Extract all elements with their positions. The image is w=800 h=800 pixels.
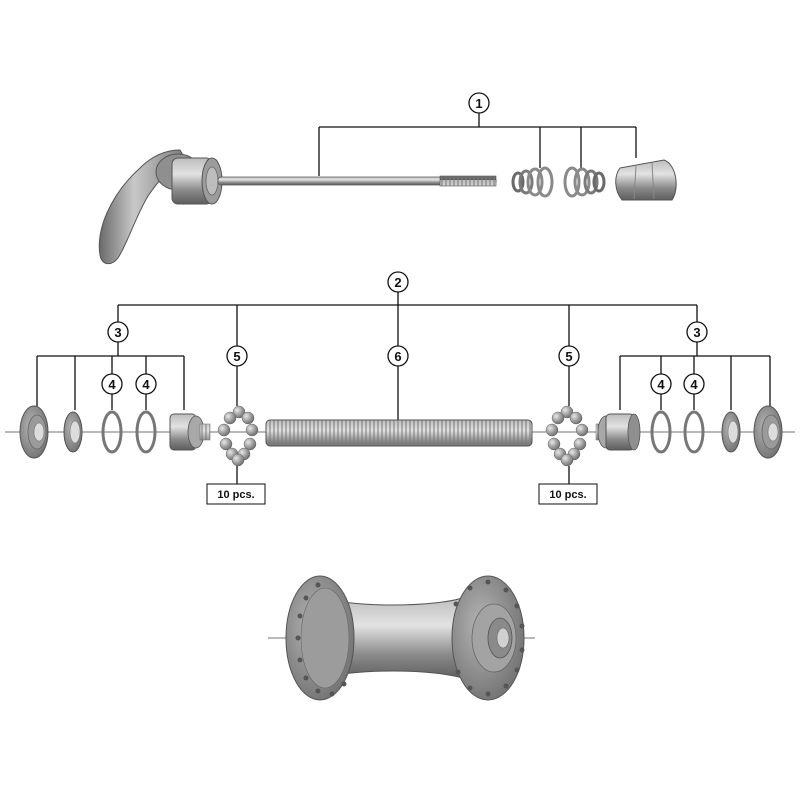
conical-spring-2	[563, 166, 606, 198]
washer-right-1	[650, 410, 672, 454]
callout-5-left: 5	[226, 345, 248, 367]
callout-2: 2	[387, 271, 409, 293]
hub-shell	[268, 575, 535, 701]
lock-nut-right	[753, 405, 783, 459]
spacer-right	[721, 411, 741, 453]
ball-bearings-left	[217, 405, 259, 467]
hub-flange-right	[451, 575, 525, 701]
svg-text:10 pcs.: 10 pcs.	[549, 489, 586, 501]
hub-axle-set-group: 2 3 3 4 4 4 4 5	[5, 271, 795, 505]
cone-left	[169, 413, 211, 451]
adjusting-nut	[615, 159, 677, 201]
washer-left-2	[135, 410, 157, 454]
quantity-label-left: 10 pcs.	[206, 466, 266, 505]
callout-1: 1	[468, 92, 490, 114]
svg-text:2: 2	[394, 275, 401, 290]
svg-text:4: 4	[142, 377, 150, 392]
cam-housing	[171, 157, 223, 205]
quick-release-skewer-group: 1	[98, 92, 677, 265]
callout-4-right-2: 4	[683, 373, 705, 395]
svg-text:5: 5	[565, 349, 572, 364]
svg-text:5: 5	[233, 349, 240, 364]
svg-text:6: 6	[394, 349, 401, 364]
hub-axle	[265, 419, 533, 447]
callout-3-right-leaders	[619, 342, 771, 410]
callout-6: 6	[387, 345, 409, 367]
hub-flange-left	[285, 575, 355, 701]
svg-text:3: 3	[114, 325, 121, 340]
lock-nut-left	[19, 405, 49, 459]
svg-text:3: 3	[693, 325, 700, 340]
cone-right	[595, 413, 641, 451]
svg-text:4: 4	[108, 377, 116, 392]
callout-3-left-leaders	[36, 342, 185, 410]
washer-right-2	[683, 410, 705, 454]
svg-text:4: 4	[690, 377, 698, 392]
callout-4-left-1: 4	[101, 373, 123, 395]
callout-3-right: 3	[686, 321, 708, 343]
callout-4-left-2: 4	[135, 373, 157, 395]
svg-text:4: 4	[657, 377, 665, 392]
svg-text:1: 1	[475, 96, 482, 111]
washer-left-1	[101, 410, 123, 454]
svg-text:10 pcs.: 10 pcs.	[217, 489, 254, 501]
conical-spring-1	[511, 166, 554, 198]
skewer-rod	[217, 175, 497, 187]
spacer-left	[63, 411, 83, 453]
callout-1-leaders	[318, 113, 637, 176]
callout-4-right-1: 4	[650, 373, 672, 395]
callout-3-left: 3	[107, 321, 129, 343]
callout-5-right: 5	[558, 345, 580, 367]
quantity-label-right: 10 pcs.	[538, 466, 598, 505]
ball-bearings-right	[545, 405, 589, 467]
callout-2-leaders	[117, 292, 698, 346]
